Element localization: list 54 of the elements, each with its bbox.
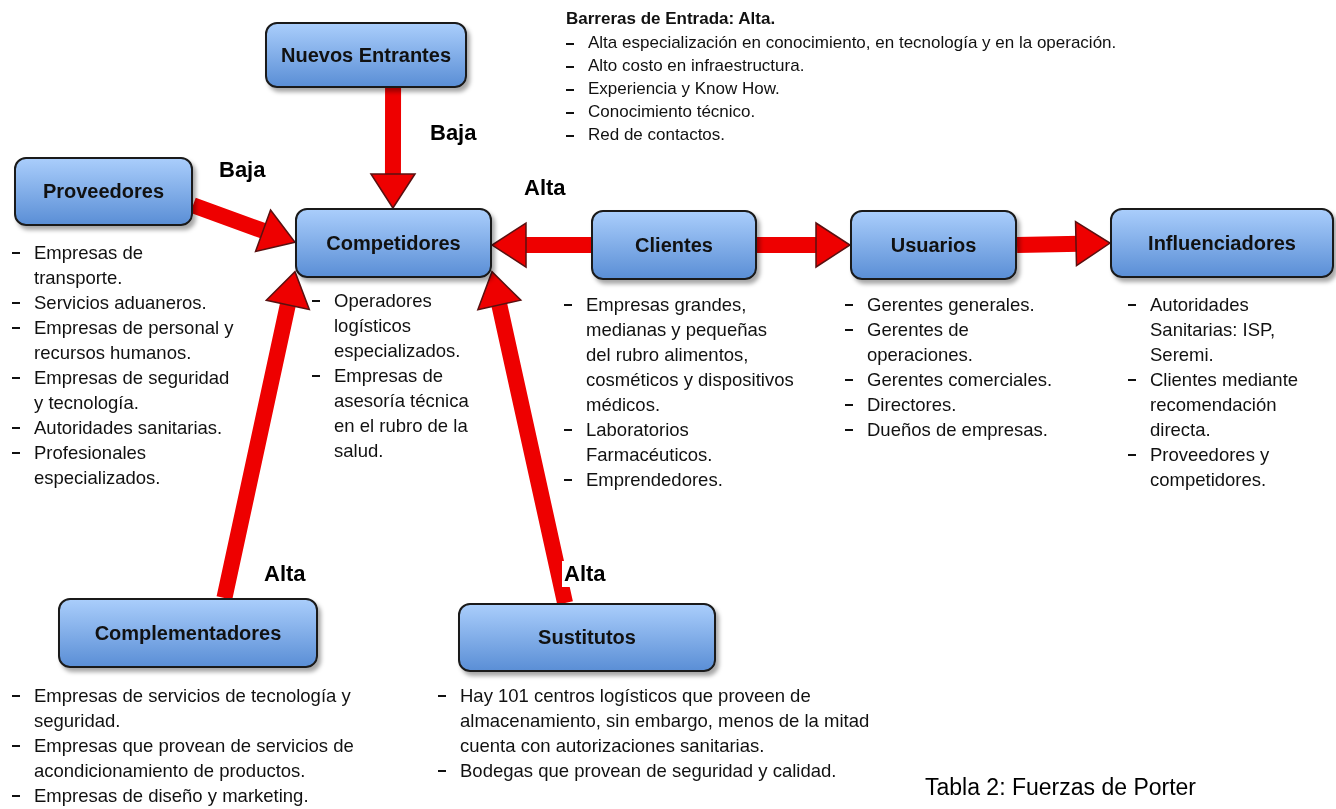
force-box	[1110, 208, 1334, 278]
box-title: Competidores	[326, 231, 461, 255]
list-item-text: Emprendedores.	[586, 469, 723, 490]
block-arrow	[370, 87, 416, 209]
list-item-text: Laboratorios Farmacéuticos.	[586, 419, 713, 465]
list-item-text: Proveedores y competidores.	[1150, 444, 1270, 490]
block-arrow	[1016, 221, 1111, 267]
list-item-text: Bodegas que provean de seguridad y calidad.	[460, 760, 837, 781]
list-item-text: Directores.	[867, 394, 957, 415]
force-box	[58, 598, 318, 668]
edge-label: Alta	[562, 561, 608, 587]
force-box	[14, 157, 193, 226]
box-title: Sustitutos	[538, 626, 636, 649]
list-item-text: Gerentes comerciales.	[867, 369, 1053, 390]
box-title: Complementadores	[94, 621, 282, 645]
block-arrow	[491, 222, 591, 268]
heading-text: Barreras de Entrada: Alta.	[566, 8, 777, 30]
box-title: Nuevos Entrantes	[280, 43, 452, 67]
list-item-text: Red de contactos.	[588, 125, 726, 144]
list-item-text: Clientes mediante recomendación directa.	[1150, 369, 1299, 440]
list-item-text: Dueños de empresas.	[867, 419, 1048, 440]
block-arrow	[216, 270, 311, 600]
list-item-text: Empresas de asesoría técnica en el rubro de la salud.	[334, 365, 469, 461]
list-item-text: Operadores logísticos especializados.	[334, 290, 461, 361]
caption: Tabla 2: Fuerzas de Porter	[925, 774, 1197, 801]
box-title: Usuarios	[890, 233, 977, 257]
list-item-text: Servicios aduaneros.	[34, 292, 207, 313]
force-box	[265, 22, 467, 88]
list-item-text: Empresas de seguridad y tecnología.	[34, 367, 230, 413]
list-item-text: Experiencia y Know How.	[588, 79, 780, 98]
block-arrow	[757, 222, 851, 268]
list-item-text: Alto costo en infraestructura.	[588, 56, 805, 75]
list-item-text: Empresas de personal y recursos humanos.	[34, 317, 234, 363]
list-item-text: Empresas que provean de servicios de acondicionamiento de productos.	[34, 735, 354, 781]
list-item-text: Empresas de diseño y marketing.	[34, 785, 309, 806]
force-box	[295, 208, 492, 278]
list-item-text: Autoridades sanitarias.	[34, 417, 223, 438]
force-box	[591, 210, 757, 280]
list-item-text: Empresas grandes, medianas y pequeñas del rubro alimentos, cosméticos y dispositivos médicos.	[586, 294, 794, 415]
list-item-text: Alta especialización en conocimiento, en tecnología y en la operación.	[588, 33, 1117, 52]
block-arrow	[477, 269, 573, 605]
list-item-text: Empresas de servicios de tecnología y seguridad.	[34, 685, 351, 731]
force-box	[458, 603, 716, 672]
list-item-text: Empresas de transporte.	[34, 242, 143, 288]
list-item-text: Gerentes de operaciones.	[867, 319, 973, 365]
box-title: Proveedores	[42, 180, 165, 203]
box-title: Clientes	[635, 233, 713, 257]
list-item-text: Autoridades Sanitarias: ISP, Seremi.	[1150, 294, 1276, 365]
list-item-text: Gerentes generales.	[867, 294, 1035, 315]
force-box	[850, 210, 1017, 280]
box-title: Influenciadores	[1148, 231, 1296, 255]
list-item-text: Conocimiento técnico.	[588, 102, 756, 121]
list-item-text: Hay 101 centros logísticos que proveen de almacenamiento, sin embargo, menos de la mitad cuenta con autorizaciones sanitarias.	[460, 685, 870, 756]
list-item-text: Profesionales especializados.	[34, 442, 161, 488]
